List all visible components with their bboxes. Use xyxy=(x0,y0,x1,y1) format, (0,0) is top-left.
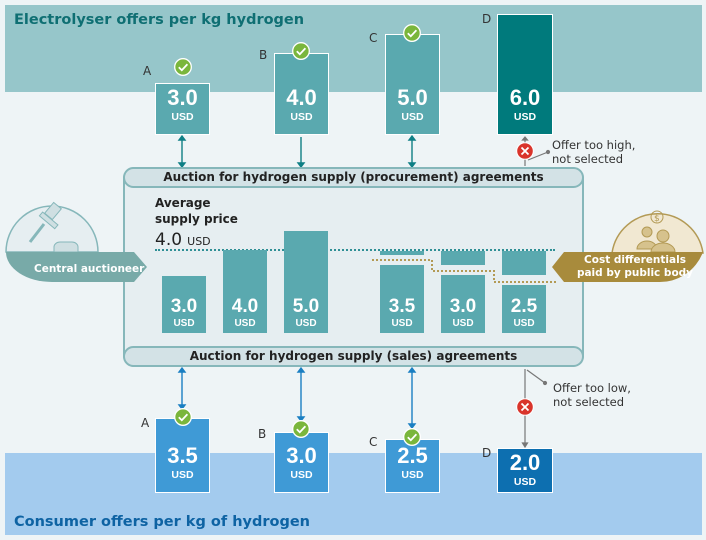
offer-unit: USD xyxy=(401,111,424,123)
rejection-note-high: Offer too high,not selected xyxy=(552,138,636,166)
public-body-badge: $ xyxy=(552,210,704,283)
consumer-title: Consumer offers per kg of hydrogen xyxy=(14,514,310,530)
offer-unit: USD xyxy=(290,111,313,123)
cost-differential-lines xyxy=(372,259,556,283)
offer-letter: A xyxy=(143,64,152,78)
offer-value: 4.0 xyxy=(286,85,317,110)
offer-value: 5.0 xyxy=(397,85,428,110)
offer-unit: USD xyxy=(171,111,194,123)
central-auctioneer-badge xyxy=(5,201,147,282)
electrolyser-band xyxy=(5,5,702,92)
average-price-line xyxy=(155,249,555,251)
offer-letter: D xyxy=(482,12,492,26)
offer-letter: A xyxy=(141,416,150,430)
gavel-icon xyxy=(28,201,79,253)
offer-letter: C xyxy=(369,435,378,449)
procurement-auction-label: Auction for hydrogen supply (procurement… xyxy=(123,167,584,188)
offer-value: 3.0 xyxy=(167,85,198,110)
reject-icon xyxy=(516,398,534,416)
reject-icon xyxy=(516,142,534,160)
average-value: 4.0 USD xyxy=(155,230,211,250)
electrolyser-title: Electrolyser offers per kg hydrogen xyxy=(14,12,305,28)
check-icon xyxy=(174,408,192,426)
subsidy-segment xyxy=(502,251,546,275)
central-auctioneer-label: Central auctioneer xyxy=(34,263,145,275)
subsidy-segment xyxy=(441,251,485,265)
offer-letter: B xyxy=(259,48,268,62)
offer-unit: USD xyxy=(513,111,537,123)
check-icon xyxy=(292,420,310,438)
offer-letter: D xyxy=(482,446,492,460)
offer-value: 6.0 xyxy=(509,85,541,110)
offer-letter: C xyxy=(369,31,378,45)
sales-auction-label: Auction for hydrogen supply (sales) agre… xyxy=(123,346,584,367)
people-money-icon: $ xyxy=(636,210,676,253)
check-icon xyxy=(403,428,421,446)
consumer-band xyxy=(5,453,702,535)
offer-letter: B xyxy=(258,427,267,441)
svg-text:$: $ xyxy=(654,214,660,224)
rejection-note-low: Offer too low,not selected xyxy=(553,381,631,409)
subsidy-segment xyxy=(380,251,424,255)
